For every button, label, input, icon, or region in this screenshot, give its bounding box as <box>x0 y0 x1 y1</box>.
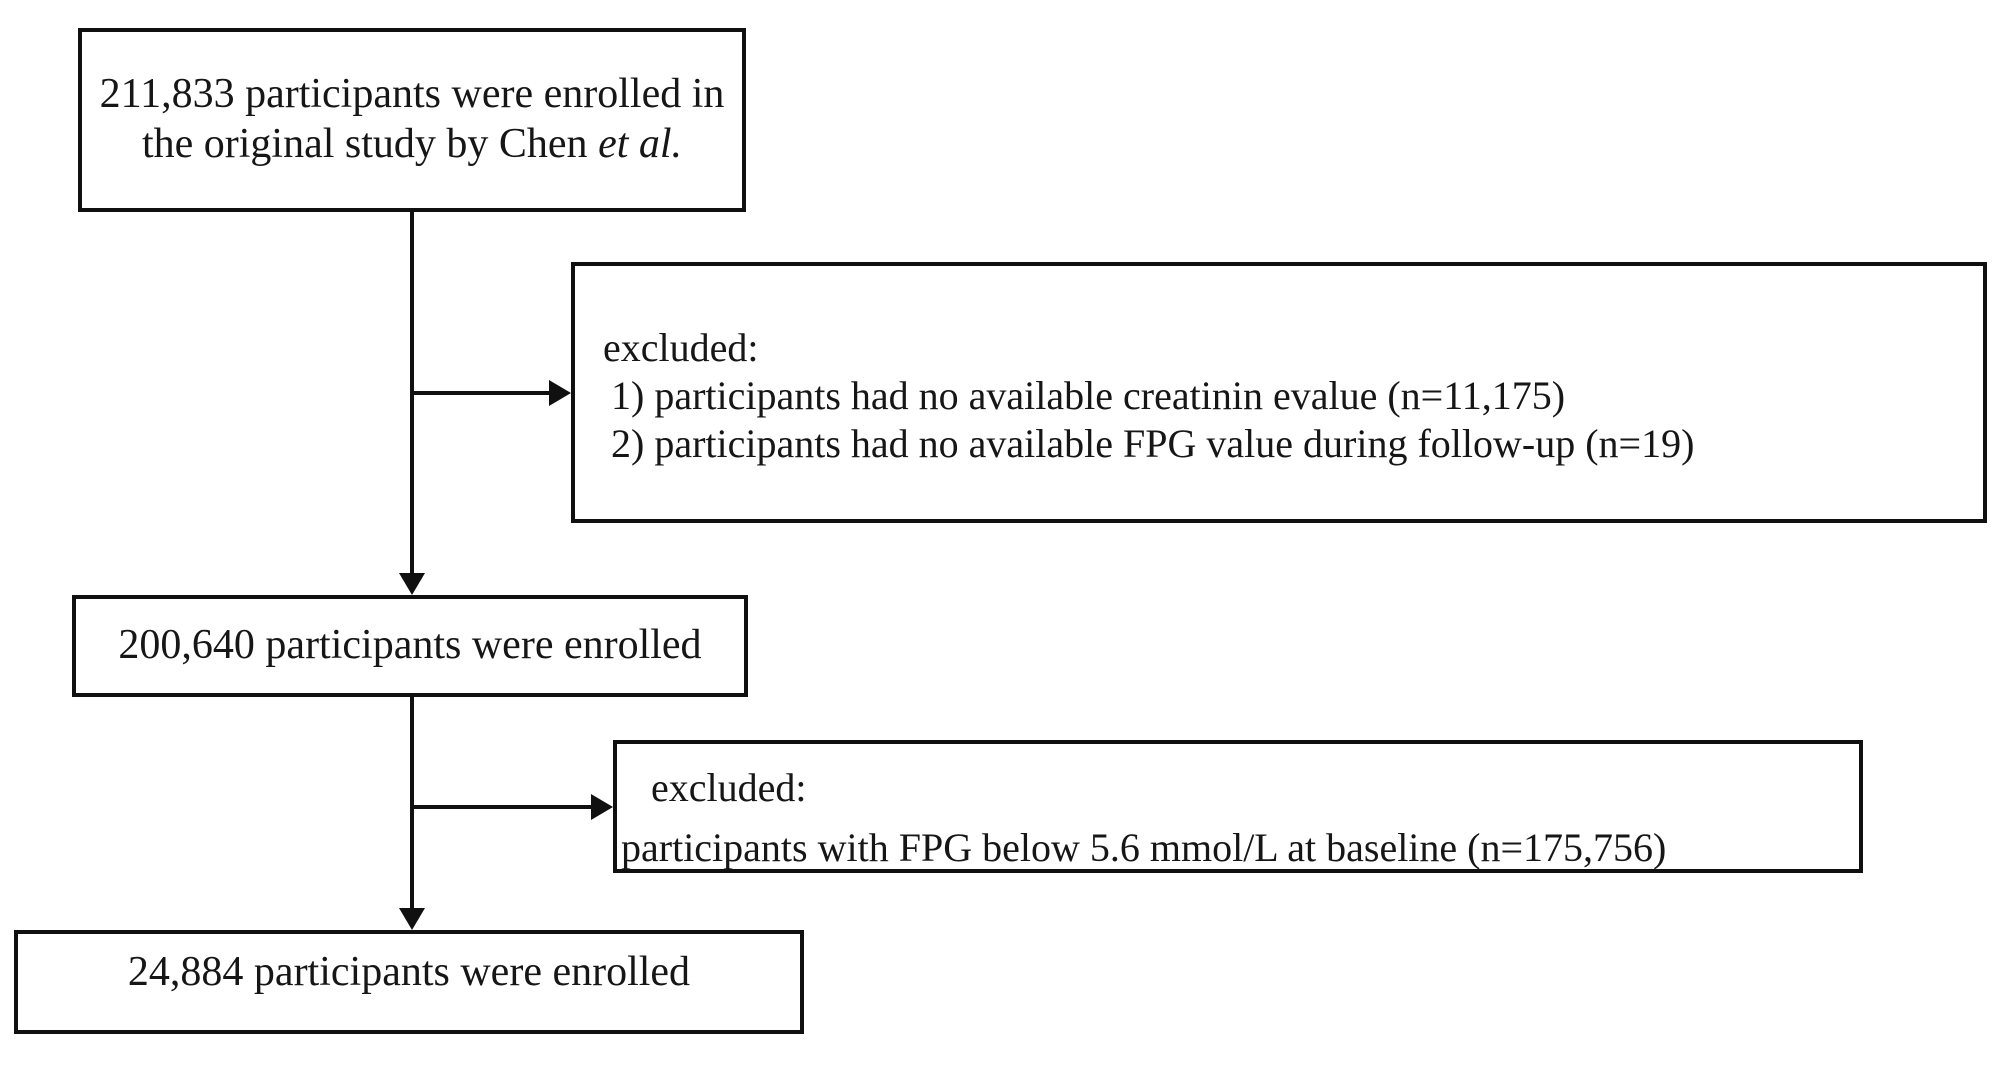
arrowhead-right-excluded1-icon <box>549 380 571 406</box>
arrowhead-down-enrolled2-icon <box>399 573 425 595</box>
box-excluded-first-title: excluded: <box>603 325 759 370</box>
box-enrolled-200640-text: 200,640 participants were enrolled <box>118 622 702 669</box>
box-excluded-second-title: excluded: <box>651 765 807 810</box>
box-excluded-second: excluded: participants with FPG below 5.… <box>613 740 1863 873</box>
arrowhead-down-enrolled3-icon <box>399 908 425 930</box>
connector-line-branch-excluded2 <box>412 805 593 809</box>
connector-line-branch-excluded1 <box>412 391 551 395</box>
box-excluded-first: excluded: 1) participants had no availab… <box>571 262 1987 523</box>
box-enrolled-24884: 24,884 participants were enrolled <box>14 930 804 1034</box>
arrowhead-right-excluded2-icon <box>591 794 613 820</box>
box-enrolled-200640: 200,640 participants were enrolled <box>72 595 748 697</box>
box-original-cohort-line1: 211,833 participants were enrolled in <box>99 71 725 118</box>
box-original-cohort-etal-text: et al. <box>598 121 683 167</box>
connector-line-enrolled2-to-enrolled3 <box>410 697 414 910</box>
box-excluded-first-item2: 2) participants had no available FPG val… <box>611 421 1695 466</box>
box-original-cohort-line2: the original study by Chen et al. <box>142 120 682 170</box>
box-excluded-first-item1: 1) participants had no available creatin… <box>611 373 1566 418</box>
box-original-cohort: 211,833 participants were enrolled in th… <box>78 28 746 212</box>
box-excluded-second-item1: participants with FPG below 5.6 mmol/L a… <box>621 825 1667 870</box>
box-enrolled-24884-text: 24,884 participants were enrolled <box>127 949 691 996</box>
box-original-cohort-line2-text: the original study by Chen <box>141 121 599 167</box>
